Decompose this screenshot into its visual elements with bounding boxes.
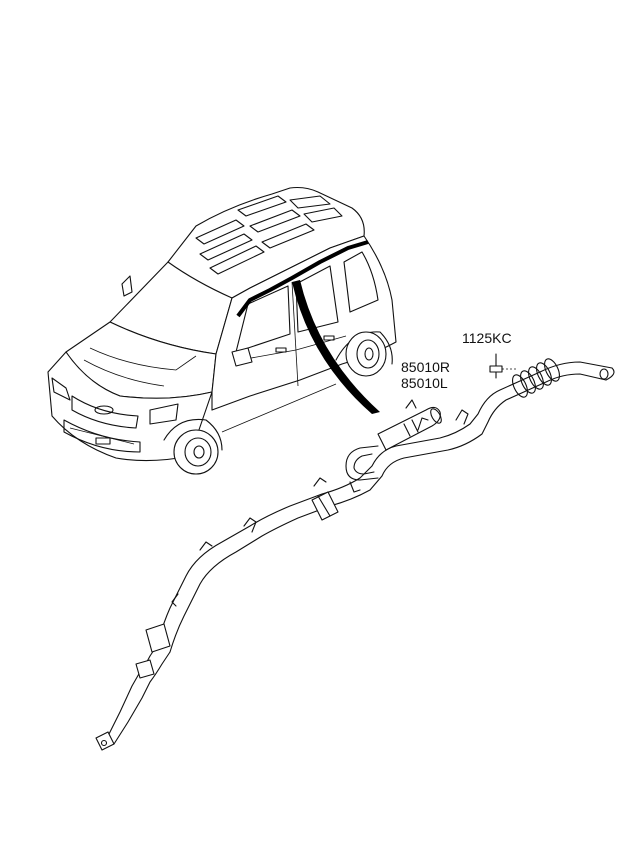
label-1125KC: 1125KC [462, 330, 512, 346]
side-mirror [231, 347, 253, 367]
door-handle-front [275, 347, 287, 353]
side-window-quarter [343, 251, 379, 313]
door-handle-rear [323, 335, 335, 341]
label-85010R: 85010R [401, 359, 451, 375]
mounting-tabs [171, 409, 469, 607]
side-window-front [235, 285, 291, 353]
headlight-right [149, 403, 179, 425]
logo-emblem [94, 405, 114, 415]
grille [71, 395, 139, 429]
tether-strap [95, 623, 171, 751]
headlight-left [51, 377, 71, 401]
curtain-airbag-module [95, 353, 615, 751]
vehicle-illustration [47, 186, 397, 475]
fog-light [95, 437, 111, 445]
bolt-1125KC [489, 353, 516, 379]
curtain-airbag-location [236, 240, 369, 318]
inflator-bellows [512, 358, 560, 398]
rear-wheel [335, 331, 393, 377]
callout-leader [292, 280, 380, 414]
airbag-tube-upper [157, 361, 613, 645]
airbag-tube-lower [169, 373, 607, 653]
front-wheel [163, 418, 223, 475]
tube-connector [311, 491, 339, 521]
inflator-canister [377, 399, 442, 451]
roof-rack-slats [195, 195, 343, 275]
label-85010L: 85010L [401, 375, 448, 391]
